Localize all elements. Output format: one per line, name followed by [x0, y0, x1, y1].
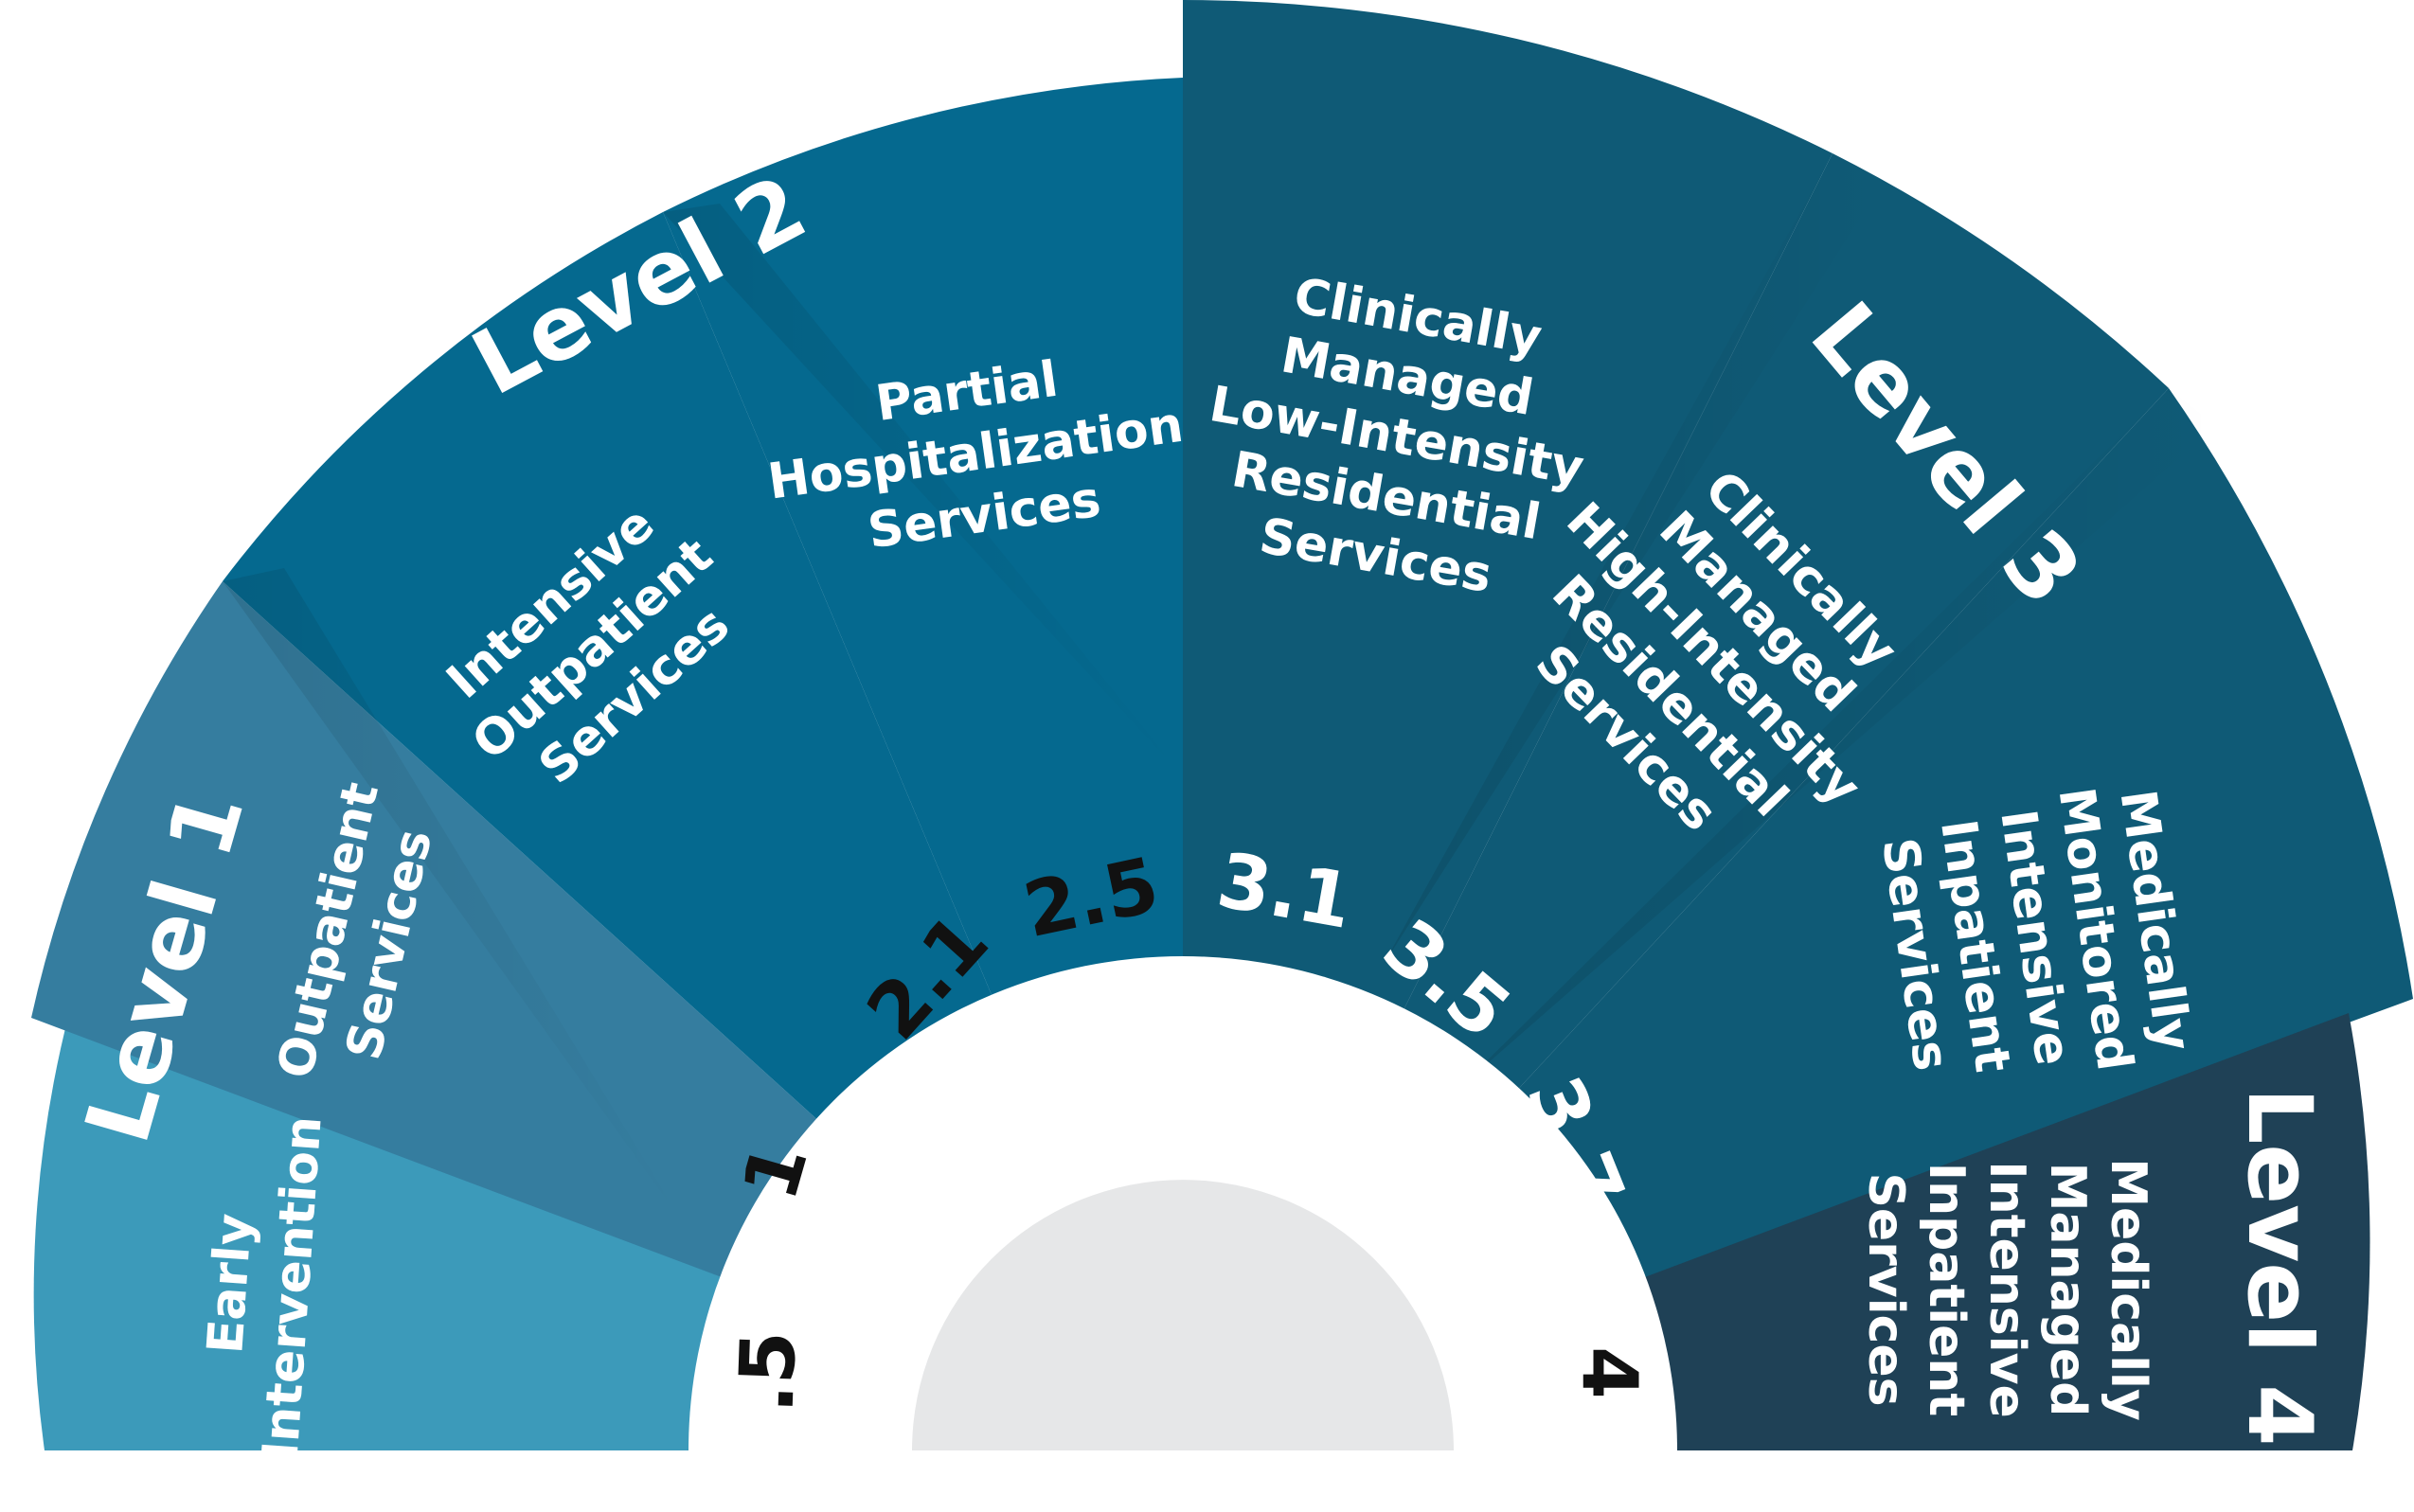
fold-shadow — [663, 204, 1183, 776]
service-label-line: Intensive — [1978, 1161, 2035, 1417]
level-number-0-5: .5 — [723, 1329, 814, 1414]
service-label-low-intensity-residential: ClinicallyManagedLow-IntensityResidentia… — [1206, 268, 1588, 605]
service-label-line: Services — [1857, 1172, 1914, 1406]
service-label-line: Inpatient — [1918, 1163, 1975, 1417]
service-label-line: Medically — [2100, 1158, 2156, 1421]
service-label-medically-managed: MedicallyManagedIntensiveInpatientServic… — [1857, 1158, 2156, 1421]
core-circle — [912, 1180, 1454, 1450]
fold-shadow — [1458, 388, 2216, 1089]
fold-shadow — [223, 568, 682, 1221]
service-label-line: Managed — [2039, 1163, 2096, 1417]
fold-shadow — [1383, 153, 1885, 966]
service-label-line: Early — [197, 1212, 263, 1356]
level-number-4: 4 — [1565, 1346, 1654, 1399]
level-4-title: Level 4 — [2227, 1087, 2331, 1446]
